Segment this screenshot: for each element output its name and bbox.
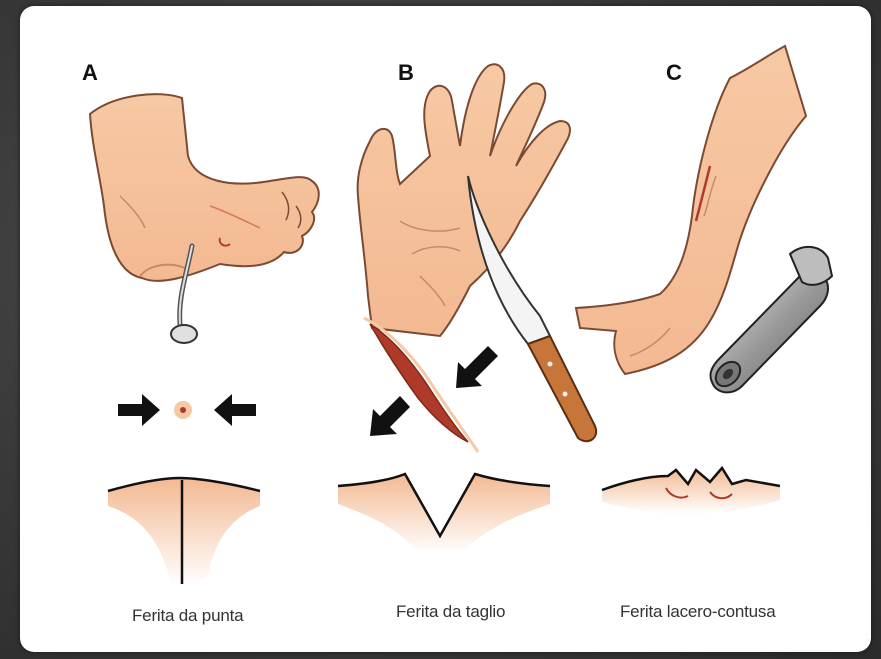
puncture-dot xyxy=(174,401,192,419)
foot-illustration xyxy=(90,94,319,281)
incised-wound-cross-section xyxy=(338,474,550,554)
illustration-card: A B C Ferita da punta Ferita da taglio F… xyxy=(20,6,871,652)
arrow-in-left xyxy=(118,394,160,426)
panel-label-b: B xyxy=(398,60,414,86)
hand-illustration xyxy=(358,64,570,336)
arrow-in xyxy=(456,346,498,388)
arrow-out xyxy=(370,396,410,436)
caption-puncture-wound: Ferita da punta xyxy=(132,606,243,626)
caption-incised-wound: Ferita da taglio xyxy=(396,602,505,622)
lacerated-wound-cross-section xyxy=(602,468,780,514)
wound-types-illustration xyxy=(20,6,871,652)
puncture-wound-cross-section xyxy=(108,478,260,586)
arrow-in-right xyxy=(214,394,256,426)
caption-lacerated-wound: Ferita lacero-contusa xyxy=(620,602,775,622)
panel-label-a: A xyxy=(82,60,98,86)
panel-label-c: C xyxy=(666,60,682,86)
